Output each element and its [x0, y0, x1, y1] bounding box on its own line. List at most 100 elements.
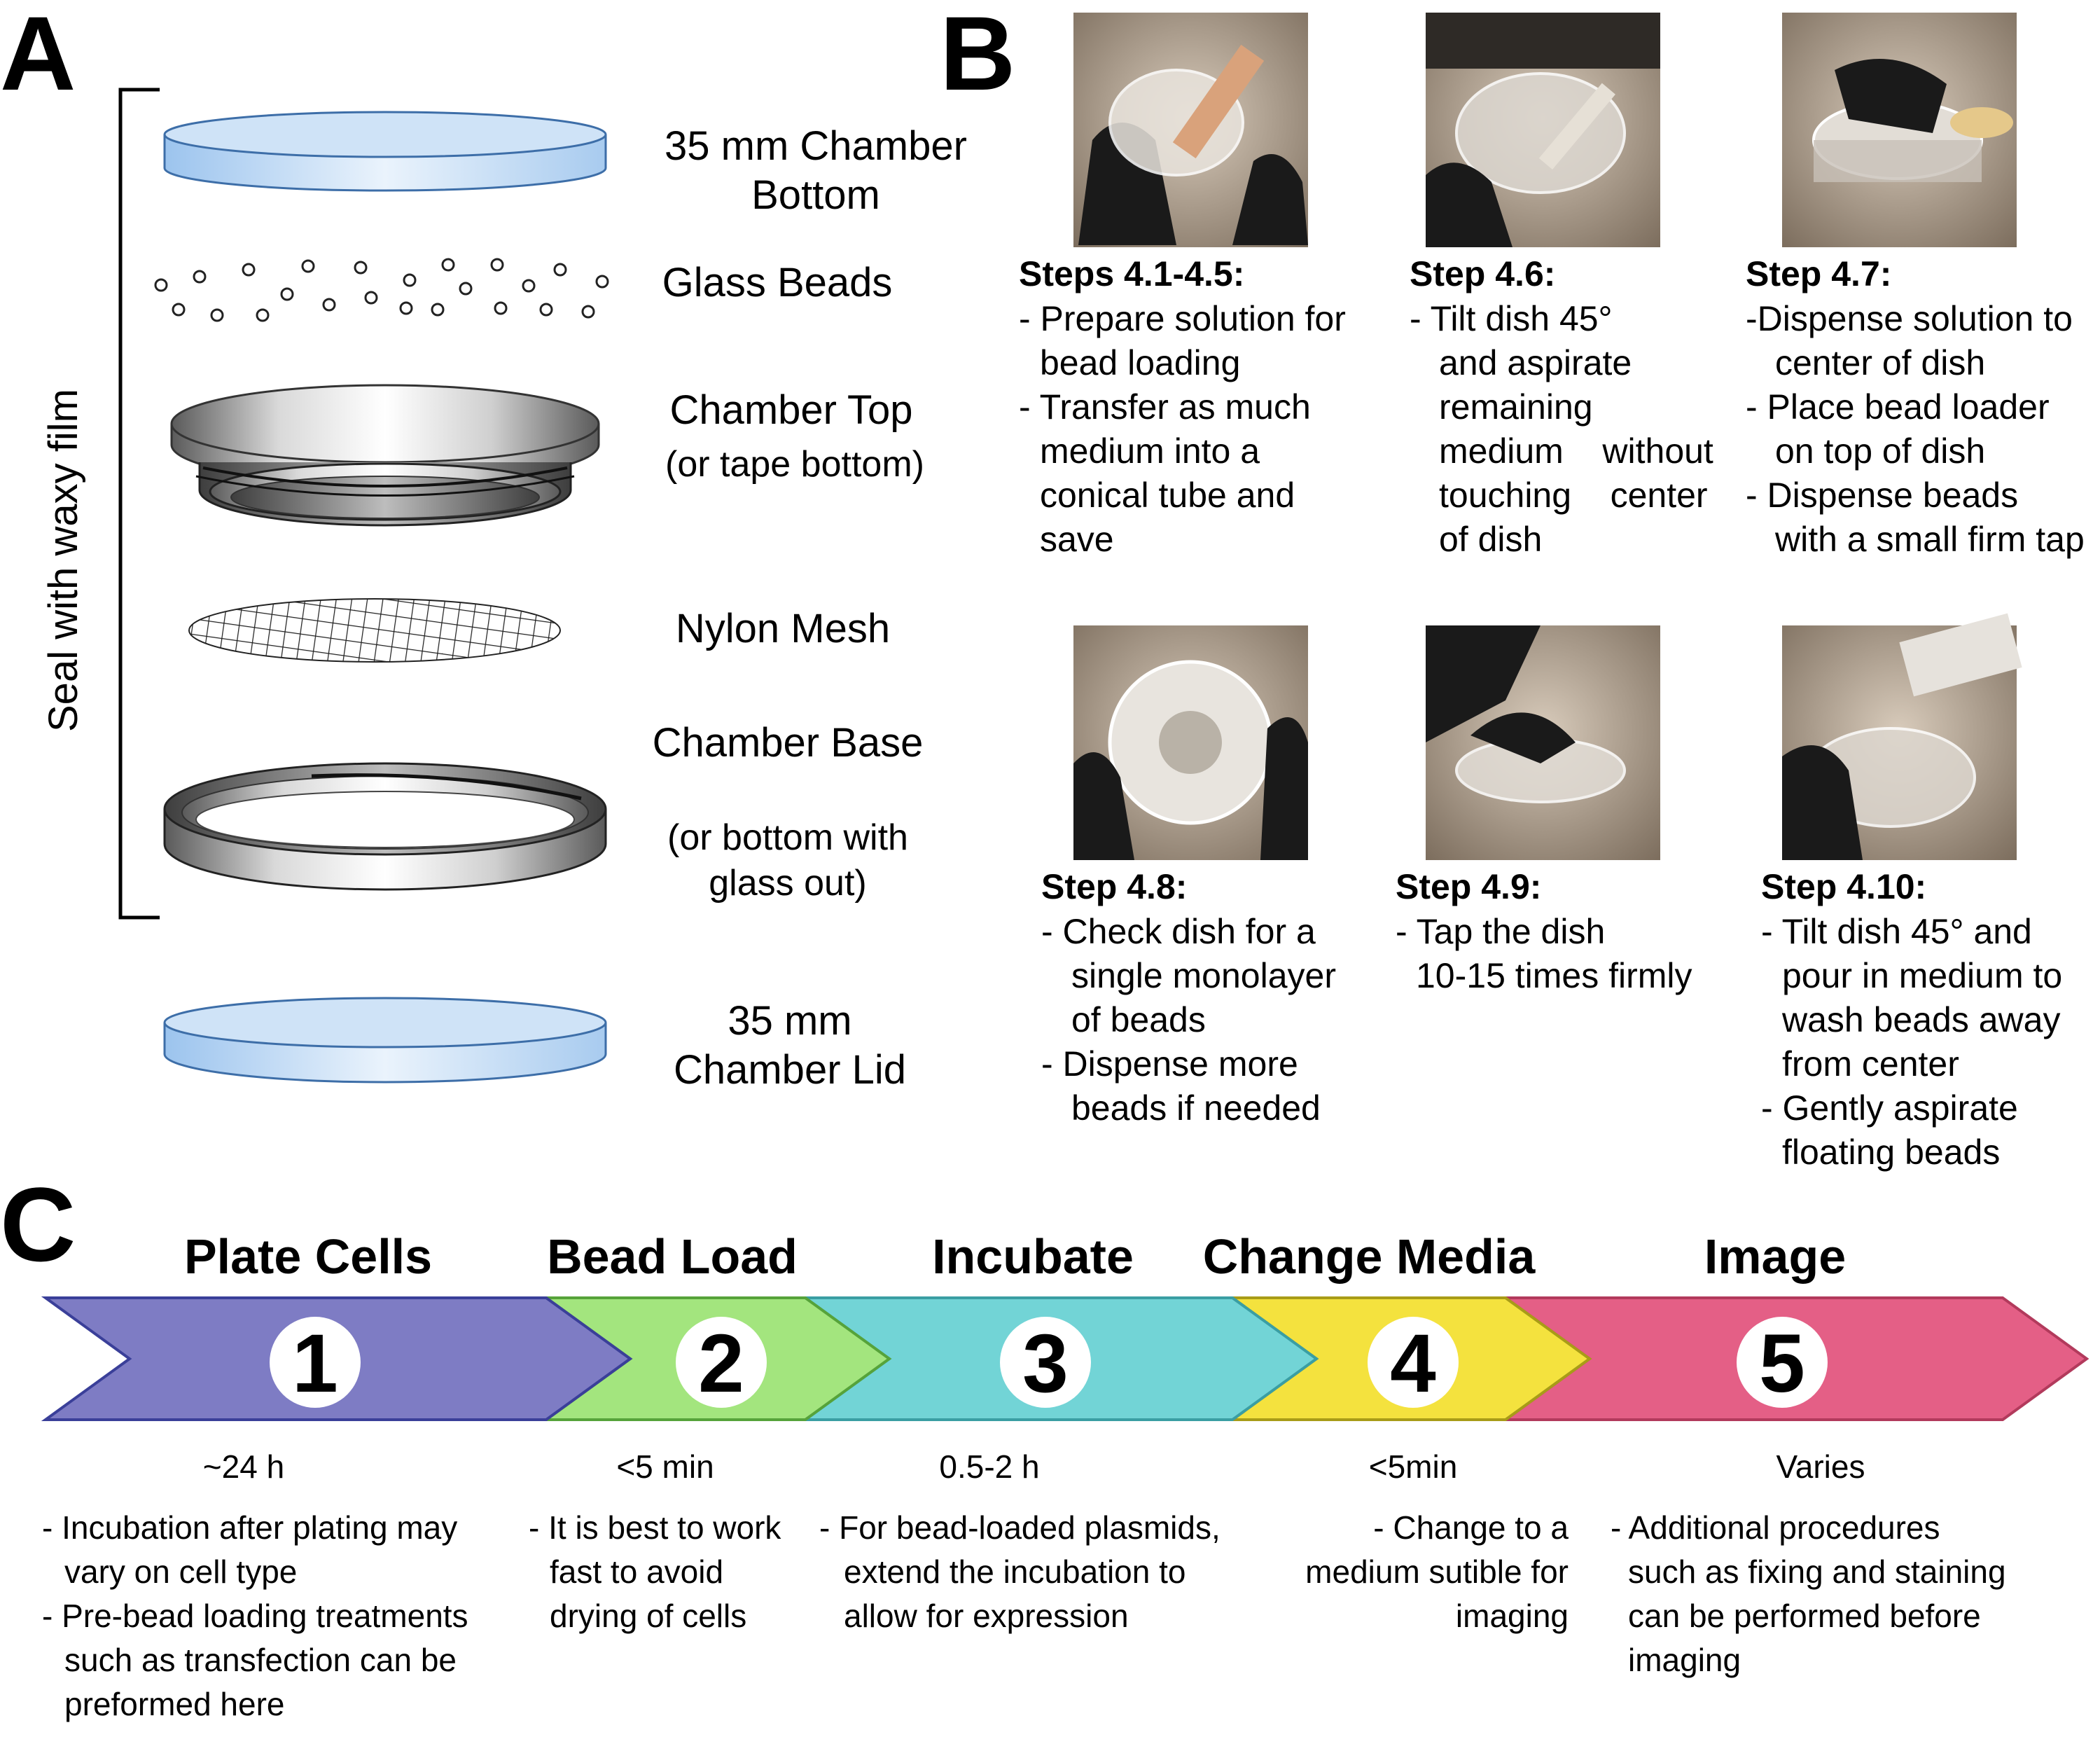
svg-text:allow for expression: allow for expression — [844, 1598, 1129, 1634]
svg-text:3: 3 — [1022, 1317, 1069, 1410]
svg-text:Step 4.7:: Step 4.7: — [1746, 254, 1891, 293]
stage-duration-2: <5 min — [616, 1448, 714, 1485]
svg-text:(or bottom with: (or bottom with — [667, 817, 908, 858]
stage-duration-1: ~24 h — [203, 1448, 284, 1485]
svg-text:floating beads: floating beads — [1782, 1133, 2000, 1172]
stage-notes-1: - Incubation after plating may vary on c… — [42, 1509, 468, 1722]
seal-bracket — [118, 88, 160, 920]
svg-text:- For bead-loaded plasmids,: - For bead-loaded plasmids, — [819, 1509, 1221, 1546]
svg-text:Step 4.6:: Step 4.6: — [1410, 254, 1555, 293]
stage-number-4: 4 — [1368, 1317, 1459, 1410]
component-label-chamber-lid: 35 mm Chamber Lid — [674, 998, 906, 1093]
svg-text:- It is best to work: - It is best to work — [529, 1509, 781, 1546]
svg-text:- Change to a: - Change to a — [1373, 1509, 1569, 1546]
svg-text:- Tap the dish: - Tap the dish — [1396, 912, 1605, 951]
component-label-chamber-top: Chamber Top (or tape bottom) — [665, 387, 924, 485]
stage-title-image: Image — [1704, 1229, 1846, 1284]
svg-text:extend the incubation to: extend the incubation to — [844, 1553, 1185, 1590]
step-block-4-8: Step 4.8: - Check dish for a single mono… — [1041, 867, 1336, 1128]
chamber-bottom-dish-icon — [163, 111, 607, 192]
svg-text:Bottom: Bottom — [751, 172, 880, 218]
svg-text:beads if needed: beads if needed — [1071, 1088, 1321, 1128]
step-block-4-10: Step 4.10: - Tilt dish 45° and pour in m… — [1761, 867, 2062, 1172]
svg-text:- Place bead loader: - Place bead loader — [1746, 387, 2050, 427]
svg-text:10-15 times firmly: 10-15 times firmly — [1416, 956, 1692, 995]
svg-text:2: 2 — [698, 1317, 744, 1410]
stage-title-change-media: Change Media — [1203, 1229, 1536, 1284]
svg-text:35 mm Chamber: 35 mm Chamber — [665, 123, 967, 169]
svg-text:medium sutible for: medium sutible for — [1305, 1553, 1569, 1590]
svg-text:imaging: imaging — [1456, 1598, 1569, 1634]
svg-text:with a small firm tap: with a small firm tap — [1774, 520, 2085, 559]
svg-text:imaging: imaging — [1628, 1642, 1741, 1678]
stage-number-5: 5 — [1737, 1317, 1828, 1410]
svg-text:single monolayer: single monolayer — [1071, 956, 1336, 995]
svg-text:(or tape bottom): (or tape bottom) — [665, 444, 924, 485]
svg-text:-Dispense solution to: -Dispense solution to — [1746, 299, 2073, 338]
svg-text:bead loading: bead loading — [1040, 343, 1240, 382]
svg-text:save: save — [1040, 520, 1114, 559]
svg-text:of dish: of dish — [1439, 520, 1542, 559]
component-label-chamber-base: Chamber Base (or bottom with glass out) — [653, 720, 924, 904]
svg-text:vary on cell type: vary on cell type — [64, 1553, 297, 1590]
svg-text:- Tilt dish 45° and: - Tilt dish 45° and — [1761, 912, 2032, 951]
component-label-nylon-mesh: Nylon Mesh — [676, 606, 890, 651]
step-block-4-6: Step 4.6: - Tilt dish 45° and aspirate r… — [1410, 254, 1713, 559]
svg-text:such as fixing and staining: such as fixing and staining — [1628, 1553, 2006, 1590]
svg-text:remaining: remaining — [1439, 387, 1593, 427]
component-label-chamber-bottom: 35 mm Chamber Bottom — [665, 123, 967, 218]
stage-title-incubate: Incubate — [932, 1229, 1134, 1284]
svg-text:- Check dish for a: - Check dish for a — [1041, 912, 1316, 951]
step-block-4-7: Step 4.7: -Dispense solution to center o… — [1746, 254, 2085, 559]
svg-text:- Incubation after plating may: - Incubation after plating may — [42, 1509, 457, 1546]
svg-text:Step 4.9:: Step 4.9: — [1396, 867, 1541, 906]
svg-text:from center: from center — [1782, 1044, 1959, 1084]
panel-a-letter: A — [0, 0, 76, 112]
dish-monolayer-photo — [1073, 625, 1308, 860]
svg-text:- Prepare solution for: - Prepare solution for — [1019, 299, 1346, 338]
chamber-top-icon — [170, 384, 600, 527]
svg-text:- Additional procedures: - Additional procedures — [1611, 1509, 1940, 1546]
svg-text:Step 4.8:: Step 4.8: — [1041, 867, 1187, 906]
svg-text:- Transfer as much: - Transfer as much — [1019, 387, 1311, 427]
nylon-mesh-icon — [188, 598, 561, 663]
svg-text:center of dish: center of dish — [1775, 343, 1985, 382]
svg-text:drying of cells: drying of cells — [550, 1598, 746, 1634]
svg-text:such as transfection can be: such as transfection can be — [64, 1642, 457, 1678]
stage-number-3: 3 — [1000, 1317, 1091, 1410]
svg-text:Chamber Lid: Chamber Lid — [674, 1047, 906, 1093]
svg-text:5: 5 — [1759, 1317, 1805, 1410]
svg-text:of beads: of beads — [1071, 1000, 1206, 1039]
svg-text:- Pre-bead loading treatments: - Pre-bead loading treatments — [42, 1598, 468, 1634]
dish-aspirate-photo — [1426, 13, 1660, 247]
component-label-glass-beads: Glass Beads — [662, 260, 893, 305]
svg-text:pour in medium to: pour in medium to — [1782, 956, 2062, 995]
svg-text:medium without: medium without — [1439, 431, 1713, 471]
svg-text:- Dispense more: - Dispense more — [1041, 1044, 1298, 1084]
svg-text:wash beads away: wash beads away — [1781, 1000, 2060, 1039]
chamber-lid-dish-icon — [163, 997, 607, 1084]
svg-text:Step 4.10:: Step 4.10: — [1761, 867, 1926, 906]
panel-c-letter: C — [0, 1165, 76, 1283]
stage-notes-3: - For bead-loaded plasmids, extend the i… — [819, 1509, 1221, 1634]
svg-text:touching center: touching center — [1439, 476, 1708, 515]
svg-text:Glass Beads: Glass Beads — [662, 260, 893, 305]
stage-notes-4: - Change to a medium sutible for imaging — [1305, 1509, 1569, 1634]
stage-duration-4: <5min — [1369, 1448, 1458, 1485]
pouring-medium-photo — [1782, 613, 2022, 860]
chamber-base-icon — [163, 762, 607, 891]
bead-loader-on-dish-photo — [1782, 13, 2017, 247]
svg-text:- Gently aspirate: - Gently aspirate — [1761, 1088, 2018, 1128]
svg-text:fast to avoid: fast to avoid — [550, 1553, 723, 1590]
svg-text:conical tube and: conical tube and — [1040, 476, 1295, 515]
svg-text:can be performed before: can be performed before — [1628, 1598, 1981, 1634]
svg-text:Nylon Mesh: Nylon Mesh — [676, 606, 890, 651]
svg-text:- Dispense beads: - Dispense beads — [1746, 476, 2018, 515]
stage-title-plate-cells: Plate Cells — [184, 1229, 432, 1284]
seal-bracket-label: Seal with waxy film — [41, 389, 86, 732]
tapping-dish-photo — [1426, 625, 1660, 860]
svg-text:4: 4 — [1390, 1317, 1436, 1410]
stage-number-1: 1 — [270, 1317, 361, 1410]
svg-text:Steps 4.1-4.5:: Steps 4.1-4.5: — [1019, 254, 1244, 293]
